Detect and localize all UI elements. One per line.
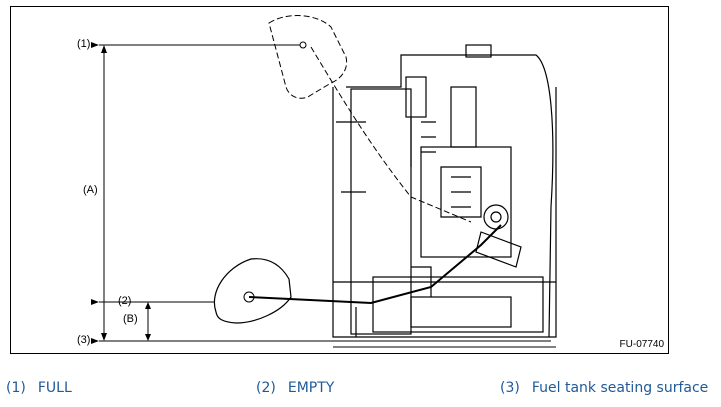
legend-item-empty: (2) EMPTY <box>256 380 334 396</box>
float-empty-position <box>213 258 292 324</box>
fuel-gauge-diagram: (1) (A) (2) (B) (3) FU-07740 <box>10 6 669 354</box>
legend-text: Fuel tank seating surface <box>531 380 709 396</box>
label-empty-marker: (2) <box>118 295 132 307</box>
float-full-position <box>268 15 472 223</box>
label-seat-marker: (3) <box>77 334 91 346</box>
label-full-marker: (1) <box>77 38 91 50</box>
label-dimension-b: (B) <box>123 313 138 325</box>
pump-assembly <box>332 44 557 338</box>
legend-text: EMPTY <box>287 380 335 396</box>
label-dimension-a: (A) <box>83 184 98 196</box>
figure-code: FU-07740 <box>619 339 664 350</box>
diagram-drawing <box>91 15 557 348</box>
legend: (1) FULL (2) EMPTY (3) Fuel tank seating su… <box>0 380 721 400</box>
legend-item-full: (1) FULL <box>6 380 72 396</box>
legend-num: (3) <box>500 380 520 396</box>
legend-num: (1) <box>6 380 26 396</box>
dimension-arrows <box>91 42 151 344</box>
dimension-lines <box>99 44 551 342</box>
legend-num: (2) <box>256 380 276 396</box>
legend-item-seat: (3) Fuel tank seating surface <box>500 380 708 396</box>
legend-text: FULL <box>37 380 72 396</box>
float-full-pivot <box>299 41 307 49</box>
